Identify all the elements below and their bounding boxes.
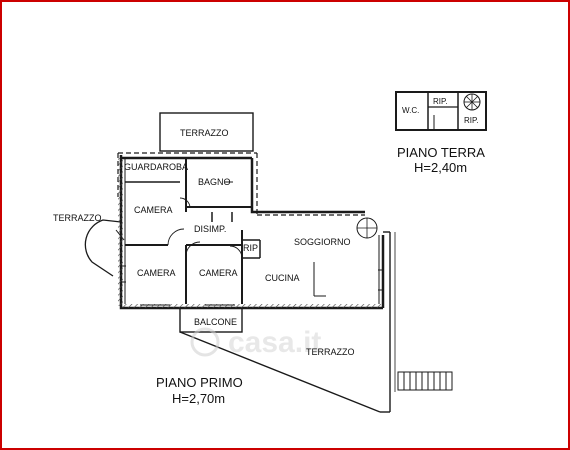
- title-piano-terra: PIANO TERRA: [397, 145, 485, 160]
- casa-it-watermark: casa.it: [190, 326, 321, 359]
- wall-hatch-bottom: [121, 304, 381, 308]
- label-wc: W.C.: [402, 106, 419, 115]
- label-rip-terra-2: RIP.: [464, 116, 479, 125]
- label-camera-3: CAMERA: [199, 268, 238, 278]
- label-soggiorno: SOGGIORNO: [294, 237, 351, 247]
- label-guardaroba: GUARDAROBA: [124, 162, 188, 172]
- label-camera-2: CAMERA: [137, 268, 176, 278]
- label-camera-1: CAMERA: [134, 205, 173, 215]
- label-rip-main: RIP: [243, 243, 258, 253]
- piano-terra-plan: [395, 91, 487, 131]
- label-cucina: CUCINA: [265, 273, 300, 283]
- title-piano-primo: PIANO PRIMO: [156, 375, 243, 390]
- wall-hatch-left: [118, 158, 123, 306]
- label-bagno: BAGNO: [198, 177, 231, 187]
- label-disimp: DISIMP.: [194, 224, 226, 234]
- exterior-stairs: [397, 371, 453, 391]
- label-terrazzo-left: TERRAZZO: [53, 213, 102, 223]
- piano-primo-plan: [84, 112, 396, 413]
- label-terrazzo-top: TERRAZZO: [180, 128, 229, 138]
- label-balcone: BALCONE: [194, 317, 237, 327]
- watermark-text: casa.it: [228, 326, 321, 359]
- terrazzo-top-area: [159, 112, 254, 152]
- height-piano-primo: H=2,70m: [172, 391, 225, 406]
- label-rip-terra-1: RIP.: [433, 97, 448, 106]
- height-piano-terra: H=2,40m: [414, 160, 467, 175]
- label-terrazzo-bottom: TERRAZZO: [306, 347, 355, 357]
